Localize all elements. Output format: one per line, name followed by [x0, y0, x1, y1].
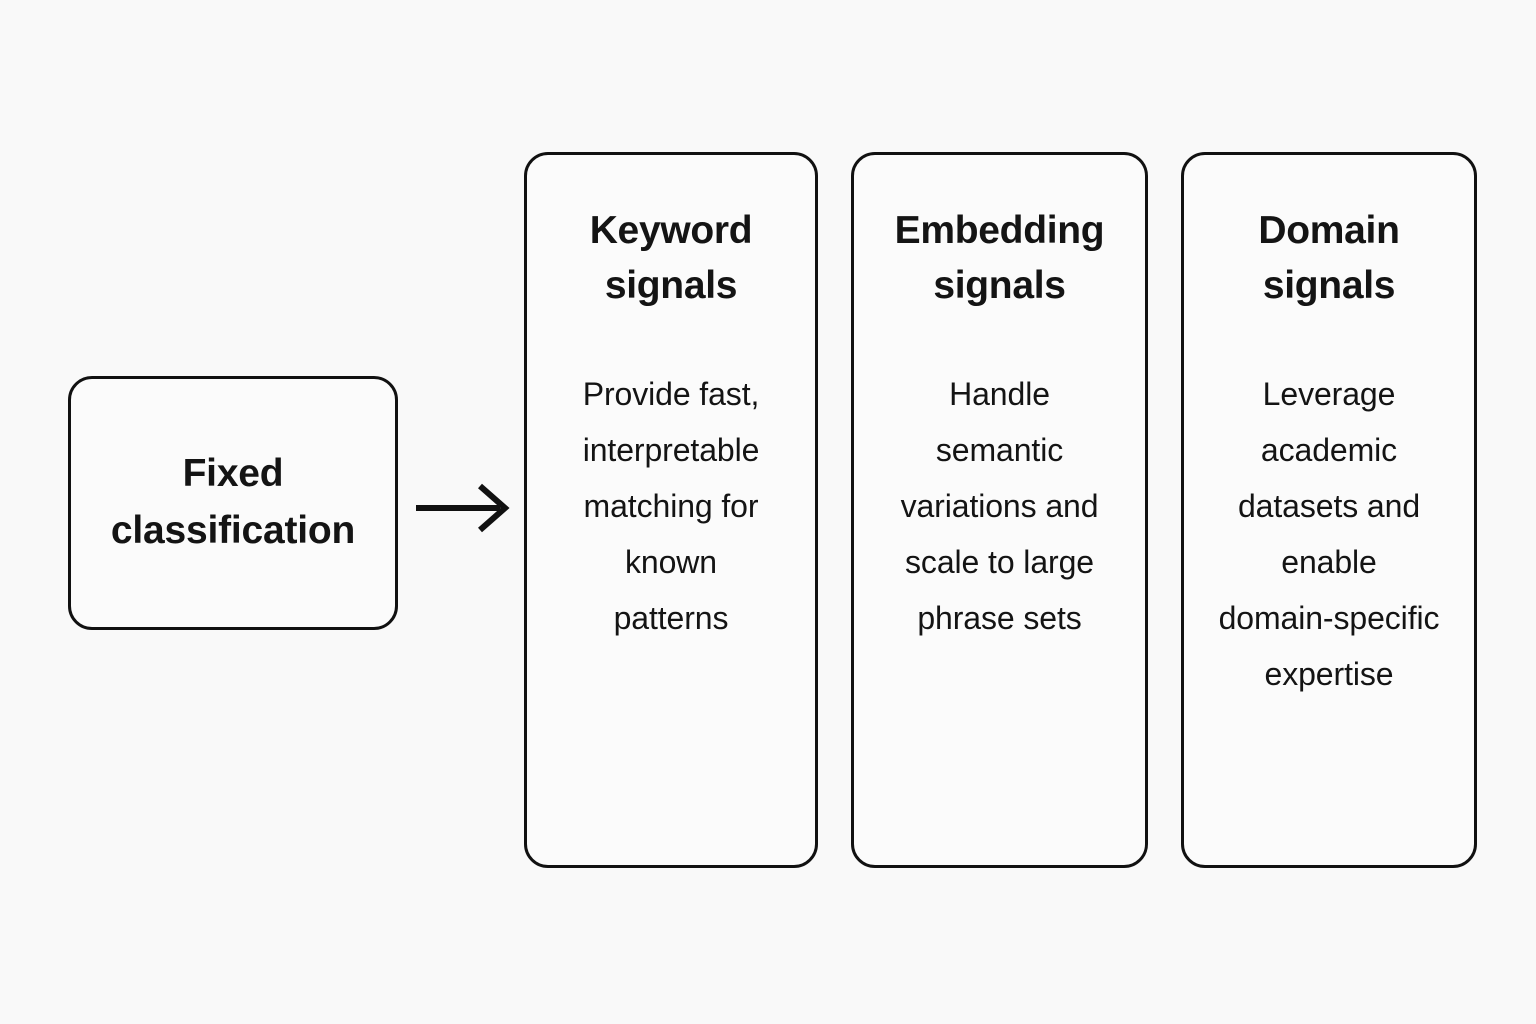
card-keyword-signals[interactable]: Keyword signals Provide fast, interpreta…: [524, 152, 818, 868]
card-embedding-signals-body: Handle semantic variations and scale to …: [900, 375, 1099, 636]
node-fixed-classification[interactable]: Fixed classification: [68, 376, 398, 630]
card-keyword-signals-title: Keyword signals: [589, 209, 753, 308]
card-domain-signals[interactable]: Domain signals Leverage academic dataset…: [1181, 152, 1477, 868]
card-embedding-signals-title: Embedding signals: [894, 209, 1105, 308]
card-domain-signals-body: Leverage academic datasets and enable do…: [1218, 375, 1440, 692]
card-domain-signals-title: Domain signals: [1258, 209, 1400, 308]
arrow-right-icon: [412, 478, 516, 538]
card-embedding-signals[interactable]: Embedding signals Handle semantic variat…: [851, 152, 1148, 868]
node-fixed-classification-label: Fixed classification: [110, 452, 356, 552]
card-keyword-signals-body: Provide fast, interpretable matching for…: [582, 375, 760, 636]
